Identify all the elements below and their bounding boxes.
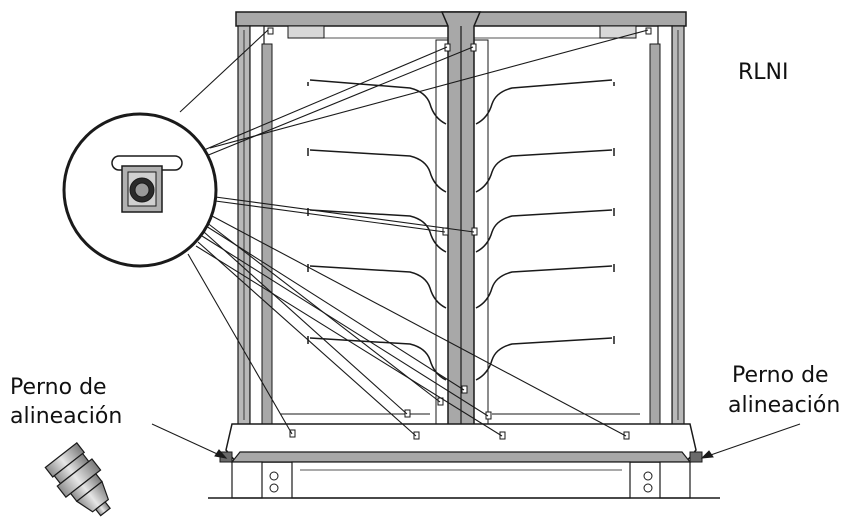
pin-callout-arrows (151, 423, 801, 459)
alignment-pin-label-right-line2: alineación (728, 393, 841, 418)
fastener-detail-icon (62, 112, 218, 268)
shelves-left (307, 79, 447, 381)
right-column (649, 25, 685, 445)
model-label: RLNI (738, 60, 789, 85)
fastener-marks (267, 27, 652, 440)
alignment-pin-label-left-line1: Perno de (10, 375, 107, 400)
cabinet-base (208, 413, 720, 499)
alignment-pin-label-left-line2: alineación (10, 404, 123, 429)
shelves-right (475, 79, 615, 381)
center-mullion (415, 11, 507, 453)
alignment-pin-label-right-line1: Perno de (732, 363, 829, 388)
leader-lines (179, 29, 649, 437)
left-column (237, 25, 273, 445)
alignment-pin-icon (44, 442, 111, 517)
